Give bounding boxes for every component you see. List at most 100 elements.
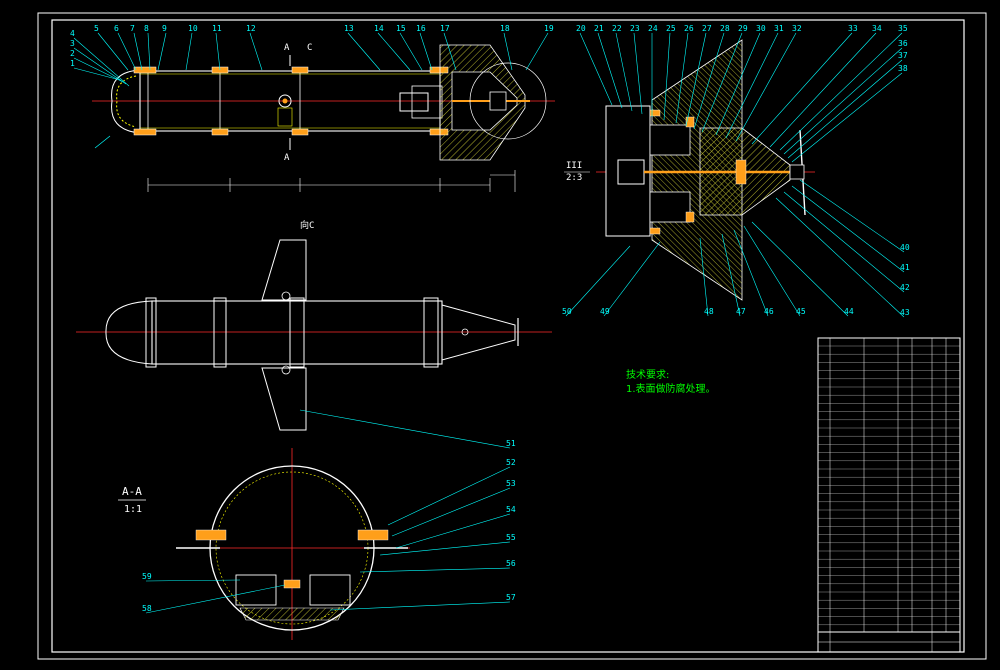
part-label-5: 5 xyxy=(94,24,99,33)
part-label-16: 16 xyxy=(416,24,426,33)
part-label-27: 27 xyxy=(702,24,712,33)
part-label-42-leader xyxy=(783,191,905,293)
part-label-41-leader xyxy=(791,185,905,273)
part-label-46: 46 xyxy=(764,307,774,316)
part-label-32-leader xyxy=(735,32,797,142)
part-label-29: 29 xyxy=(738,24,748,33)
part-label-51-leader xyxy=(299,409,511,449)
part-label-34-leader xyxy=(769,32,877,148)
inner-frame xyxy=(51,19,965,653)
part-label-42: 42 xyxy=(900,283,910,292)
part-label-50: 50 xyxy=(562,307,572,316)
notes-heading: 技术要求: xyxy=(626,368,669,381)
part-label-58: 58 xyxy=(142,604,152,613)
part-label-22: 22 xyxy=(612,24,622,33)
part-label-25: 25 xyxy=(666,24,676,33)
part-label-59: 59 xyxy=(142,572,152,581)
part-label-13-leader xyxy=(347,32,381,71)
part-label-56: 56 xyxy=(506,559,516,568)
part-label-32: 32 xyxy=(792,24,802,33)
part-label-34: 34 xyxy=(872,24,882,33)
part-label-53-leader xyxy=(391,487,511,537)
part-label-35-leader xyxy=(779,32,903,151)
part-label-41: 41 xyxy=(900,263,910,272)
part-label-45: 45 xyxy=(796,307,806,316)
section-c-mark: C xyxy=(307,43,312,53)
part-label-4: 4 xyxy=(70,29,75,38)
technical-notes: 技术要求: 1.表面做防腐处理。 xyxy=(626,368,716,395)
part-label-57: 57 xyxy=(506,593,516,602)
part-label-14: 14 xyxy=(374,24,384,33)
part-label-21: 21 xyxy=(594,24,604,33)
part-label-17-leader xyxy=(443,32,457,71)
part-label-11: 11 xyxy=(212,24,222,33)
part-label-23-leader xyxy=(633,32,643,115)
part-label-15: 15 xyxy=(396,24,406,33)
part-label-51: 51 xyxy=(506,439,516,448)
part-label-49-leader xyxy=(603,241,661,317)
part-label-1: 1 xyxy=(70,59,75,68)
part-label-36-leader xyxy=(783,47,903,155)
part-label-18-leader xyxy=(503,32,513,71)
part-label-6: 6 xyxy=(114,24,119,33)
part-label-16-leader xyxy=(419,32,433,71)
part-label-54-leader xyxy=(395,513,511,549)
part-label-14-leader xyxy=(377,32,411,71)
part-label-20-leader xyxy=(579,32,613,106)
part-label-43: 43 xyxy=(900,308,910,317)
part-label-57-leader xyxy=(329,601,511,611)
part-label-43-leader xyxy=(775,197,905,318)
part-label-27-leader xyxy=(685,32,707,127)
part-label-33-leader xyxy=(751,32,853,145)
part-label-37: 37 xyxy=(898,51,908,60)
part-label-19: 19 xyxy=(544,24,554,33)
section-a-a-view: A-A 1:1 xyxy=(118,448,410,640)
part-label-2-leader xyxy=(73,57,124,83)
part-label-9: 9 xyxy=(162,24,167,33)
part-label-17: 17 xyxy=(440,24,450,33)
part-label-31: 31 xyxy=(774,24,784,33)
detail-scale: 2:3 xyxy=(566,173,582,183)
part-label-10: 10 xyxy=(188,24,198,33)
part-label-59-leader xyxy=(145,579,241,582)
part-label-30: 30 xyxy=(756,24,766,33)
part-label-3-leader xyxy=(73,47,127,85)
part-label-47: 47 xyxy=(736,307,746,316)
top-section-view: A C A xyxy=(92,43,555,192)
part-label-26-leader xyxy=(675,32,689,124)
part-label-3: 3 xyxy=(70,39,75,48)
part-label-5-leader xyxy=(97,32,129,71)
part-label-2: 2 xyxy=(70,49,75,58)
part-label-38: 38 xyxy=(898,64,908,73)
part-label-33: 33 xyxy=(848,24,858,33)
part-label-55-leader xyxy=(379,541,511,556)
part-label-36: 36 xyxy=(898,39,908,48)
part-label-15-leader xyxy=(399,32,423,71)
part-label-58-leader xyxy=(145,584,286,614)
part-label-47-leader xyxy=(721,233,741,317)
part-label-21-leader xyxy=(597,32,623,109)
part-label-52: 52 xyxy=(506,458,516,467)
part-label-29-leader xyxy=(701,32,743,133)
part-label-19-leader xyxy=(525,32,549,71)
part-label-11-leader xyxy=(215,32,221,71)
part-label-10-leader xyxy=(185,32,193,71)
part-label-37-leader xyxy=(787,59,903,159)
part-label-24: 24 xyxy=(648,24,658,33)
part-label-40: 40 xyxy=(900,243,910,252)
outer-frame xyxy=(37,12,987,660)
part-label-8: 8 xyxy=(144,24,149,33)
part-label-35: 35 xyxy=(898,24,908,33)
part-label-50-leader xyxy=(565,245,631,317)
part-label-7: 7 xyxy=(130,24,135,33)
section-a-mark-bottom: A xyxy=(284,153,290,163)
detail-tag: III xyxy=(566,161,582,171)
part-label-44-leader xyxy=(751,221,849,317)
part-label-28-leader xyxy=(693,32,725,130)
part-label-40-leader xyxy=(799,179,905,253)
part-label-45-leader xyxy=(743,225,801,317)
parts-list-table xyxy=(817,337,961,653)
